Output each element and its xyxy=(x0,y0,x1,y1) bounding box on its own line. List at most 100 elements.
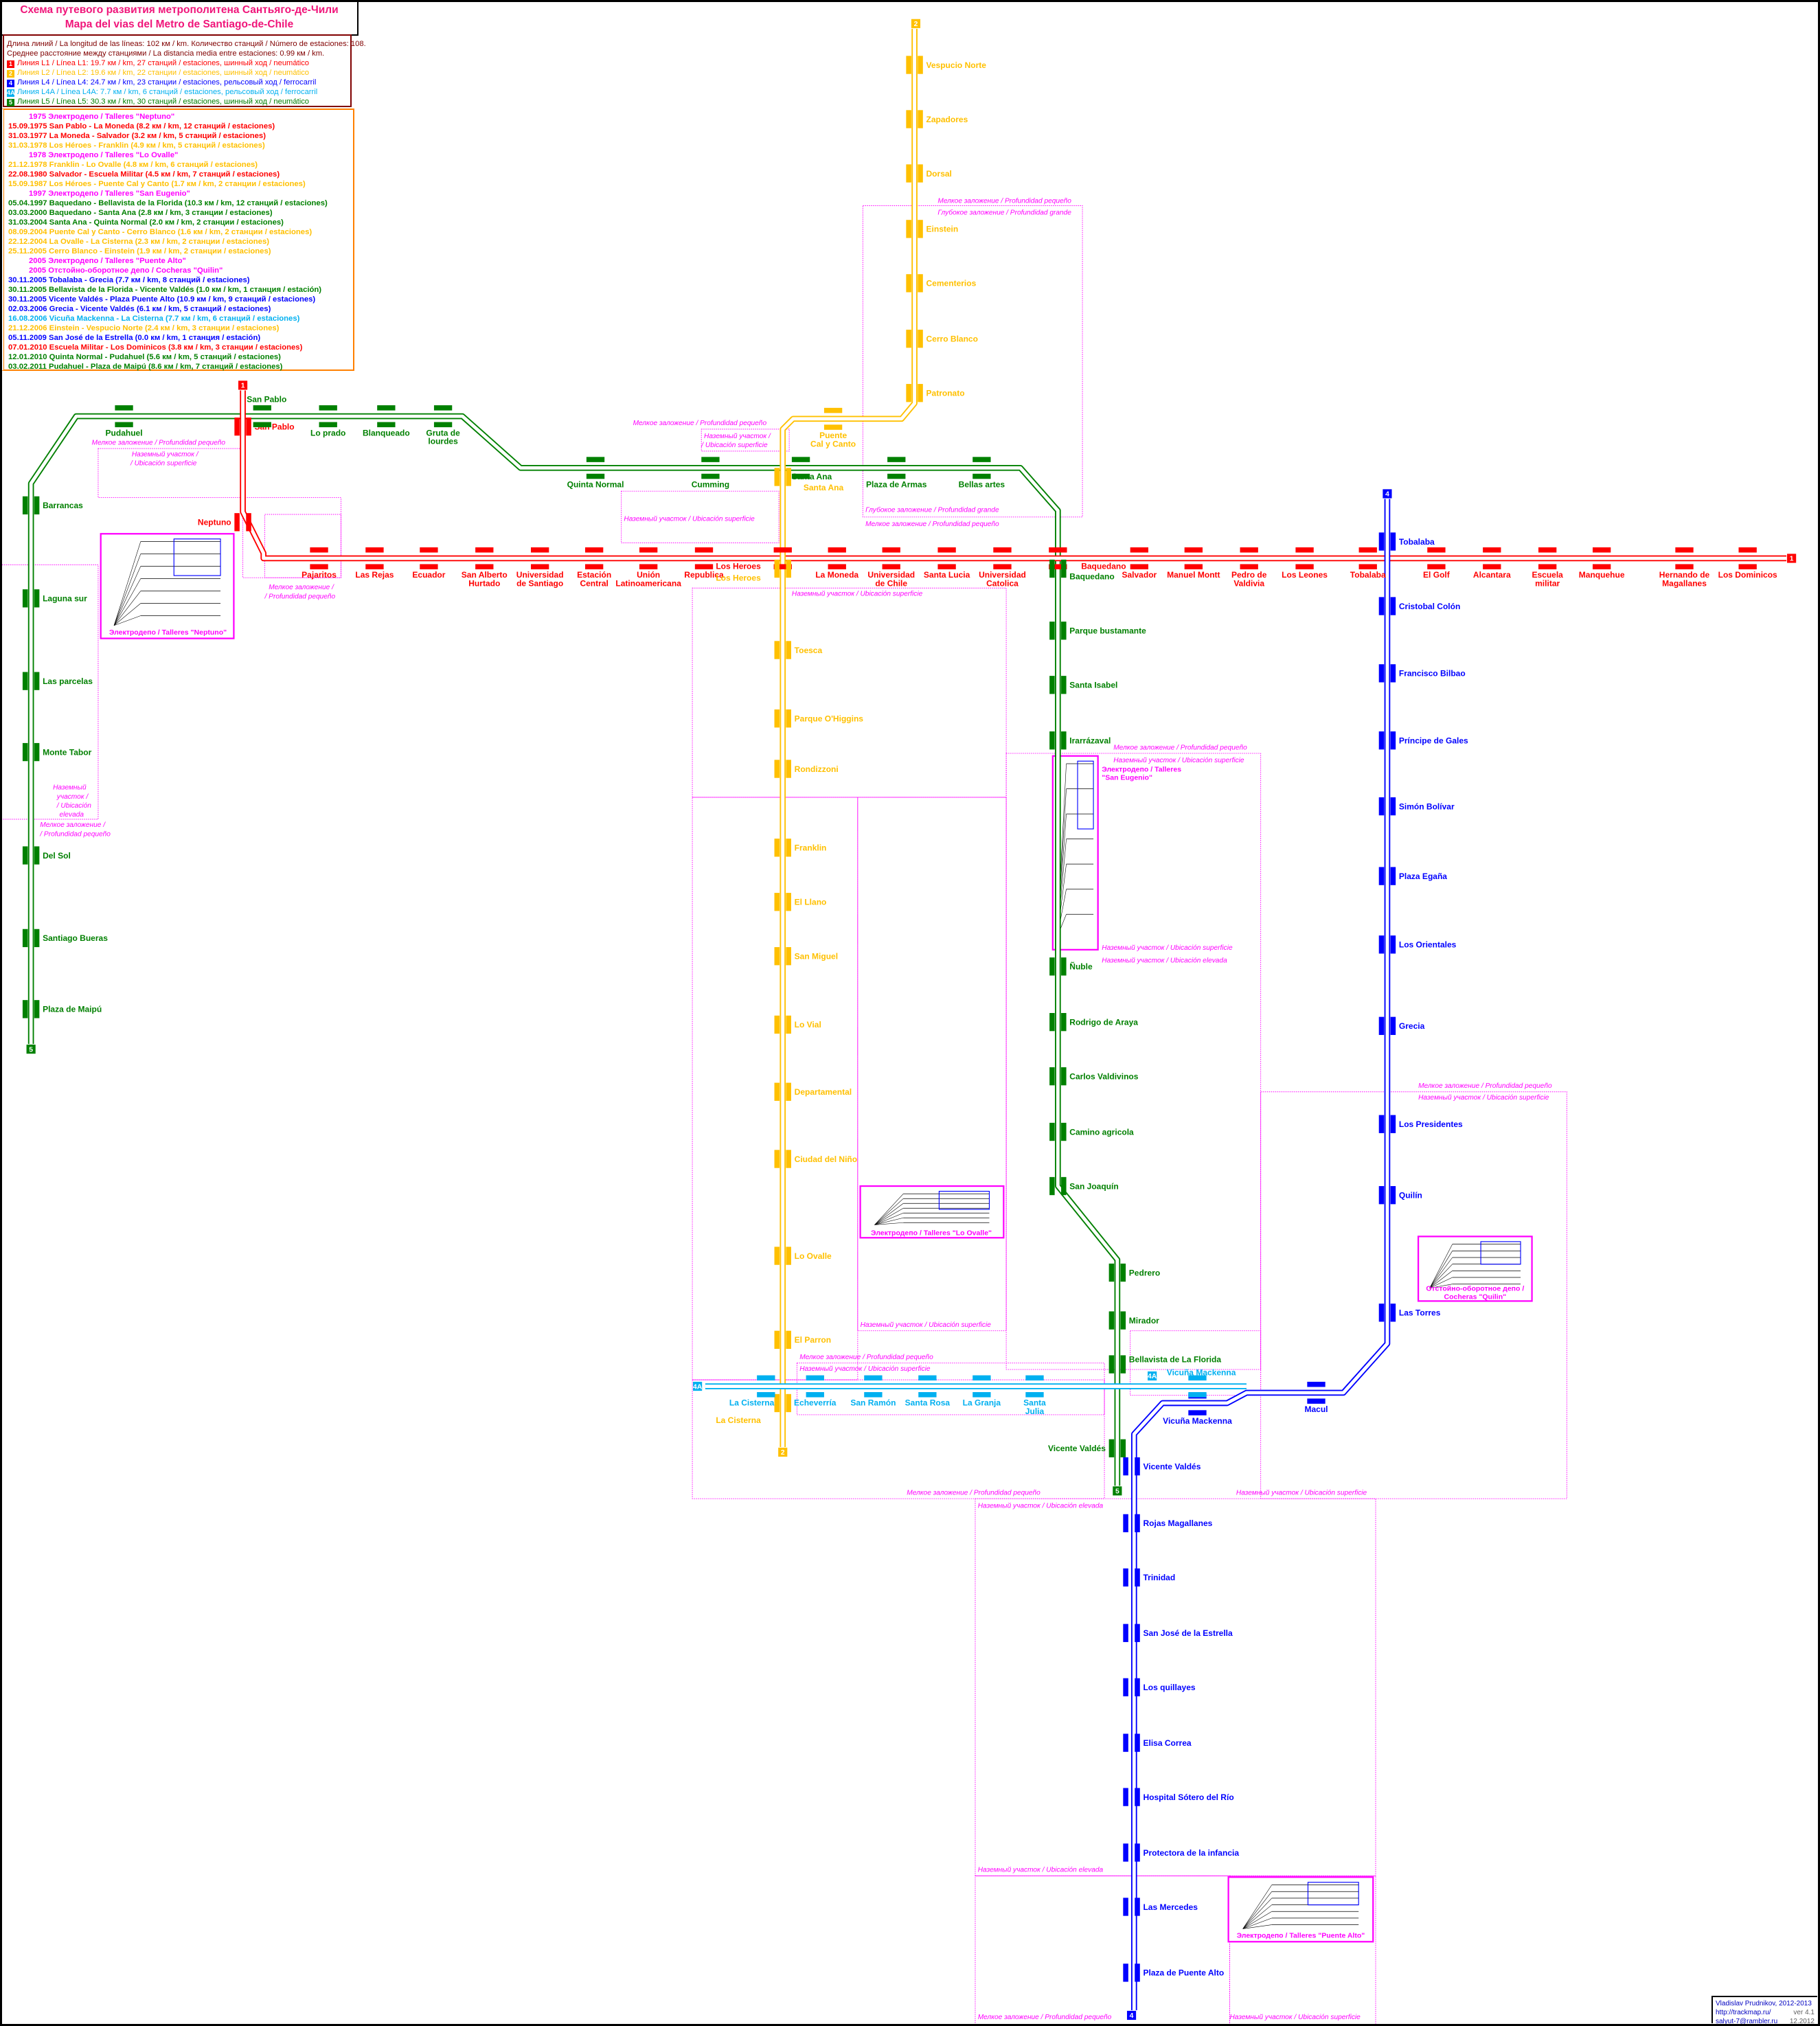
station-l4a-echeverria[interactable]: Echeverría xyxy=(794,1375,837,1408)
station-l2-cementerios[interactable]: Cementerios xyxy=(906,274,977,293)
station-l4-las-mercedes[interactable]: Las Mercedes xyxy=(1123,1898,1198,1916)
station-l4-las-torres[interactable]: Las Torres xyxy=(1378,1304,1441,1322)
station-l5-vicente-valdes[interactable]: Vicente Valdés xyxy=(1048,1439,1126,1457)
station-l5-rodrigo-de-araya[interactable]: Rodrigo de Araya xyxy=(1049,1013,1138,1032)
station-l4-grecia[interactable]: Grecia xyxy=(1378,1016,1425,1035)
station-l2-la-cisterna[interactable]: La Cisterna xyxy=(716,1393,791,1425)
station-l4-tobalaba[interactable]: Tobalaba xyxy=(1378,532,1435,551)
station-l5-carlos-valdivinos[interactable]: Carlos Valdivinos xyxy=(1049,1067,1139,1086)
station-l1-tobalaba[interactable]: Tobalaba xyxy=(1350,547,1386,580)
station-l5-cumming[interactable]: Cumming xyxy=(692,457,729,490)
station-l5-camino-agricola[interactable]: Camino agricola xyxy=(1049,1122,1134,1141)
station-l1-los-dominicos[interactable]: Los Dominicos xyxy=(1718,547,1777,580)
station-l5-santa-isabel[interactable]: Santa Isabel xyxy=(1049,676,1117,694)
station-l1-salvador[interactable]: Salvador xyxy=(1122,547,1157,580)
station-l2-lo-vial[interactable]: Lo Vial xyxy=(774,1015,821,1034)
station-l1-manuel-montt[interactable]: Manuel Montt xyxy=(1167,547,1220,580)
station-l2-patronato[interactable]: Patronato xyxy=(906,384,965,402)
station-l1-santa-lucia[interactable]: Santa Lucia xyxy=(924,547,970,580)
station-l5-san-joaquin[interactable]: San Joaquín xyxy=(1049,1176,1119,1196)
station-l2-rondizzoni[interactable]: Rondizzoni xyxy=(774,760,839,778)
station-l5-santiago-bueras[interactable]: Santiago Bueras xyxy=(22,929,108,948)
station-l1-los-leones[interactable]: Los Leones xyxy=(1282,547,1328,580)
station-l2-santa-ana[interactable]: Santa Ana xyxy=(774,468,844,492)
station-l5-quinta-normal[interactable]: Quinta Normal xyxy=(567,457,624,490)
station-l2-einstein[interactable]: Einstein xyxy=(906,220,958,238)
station-l5-blanqueado[interactable]: Blanqueado xyxy=(363,405,410,437)
station-l5-barrancas[interactable]: Barrancas xyxy=(22,496,83,515)
station-l5-plaza-de-armas[interactable]: Plaza de Armas xyxy=(866,457,927,490)
station-l2-el-parron[interactable]: El Parron xyxy=(774,1330,832,1349)
station-l4-vicente-valdes[interactable]: Vicente Valdés xyxy=(1123,1457,1201,1476)
station-l1-los-heroes[interactable]: Los Heroes xyxy=(716,547,792,571)
station-l5-laguna-sur[interactable]: Laguna sur xyxy=(22,589,87,608)
station-l1-republica[interactable]: Republica xyxy=(684,547,724,580)
station-l5-santa-ana[interactable]: Santa Ana xyxy=(791,457,832,481)
station-l5-las-parcelas[interactable]: Las parcelas xyxy=(22,672,93,690)
station-l5-mirador[interactable]: Mirador xyxy=(1108,1311,1160,1330)
station-l4-quilin[interactable]: Quilín xyxy=(1378,1186,1422,1205)
station-l2-cerro-blanco[interactable]: Cerro Blanco xyxy=(906,330,978,348)
station-l4a-la-granja[interactable]: La Granja xyxy=(963,1375,1001,1408)
station-l5-pedrero[interactable]: Pedrero xyxy=(1108,1263,1161,1282)
station-l5-plaza-de-maipu[interactable]: Plaza de Maipú xyxy=(22,1000,102,1018)
station-l2-el-llano[interactable]: El Llano xyxy=(774,893,827,911)
station-l4-trinidad[interactable]: Trinidad xyxy=(1123,1568,1175,1587)
station-l5-nuble[interactable]: Ñuble xyxy=(1049,957,1093,976)
station-l4-principe-de-gales[interactable]: Príncipe de Gales xyxy=(1378,731,1468,750)
station-l5-baquedano[interactable]: Baquedano xyxy=(1049,559,1115,582)
station-l1-pajaritos[interactable]: Pajaritos xyxy=(302,547,337,580)
station-l4-plaza-egana[interactable]: Plaza Egaña xyxy=(1378,867,1448,885)
station-l4a-san-ramon[interactable]: San Ramón xyxy=(850,1375,896,1408)
station-l4-simon-bolivar[interactable]: Simón Bolívar xyxy=(1378,797,1455,816)
station-l4-protectora-de-la-infancia[interactable]: Protectora de la infancia xyxy=(1123,1843,1239,1862)
station-l2-dorsal[interactable]: Dorsal xyxy=(906,164,952,183)
station-l4-los-presidentes[interactable]: Los Presidentes xyxy=(1378,1115,1463,1133)
station-l5-san-pablo[interactable]: San Pablo xyxy=(247,394,286,428)
station-l4a-vicuna-mackenna[interactable]: Vicuña Mackenna xyxy=(1167,1368,1236,1398)
station-l4-los-quillayes[interactable]: Los quillayes xyxy=(1123,1678,1196,1696)
station-l4-los-orientales[interactable]: Los Orientales xyxy=(1378,935,1457,954)
station-l1-ecuador[interactable]: Ecuador xyxy=(412,547,446,580)
station-l5-bellas-artes[interactable]: Bellas artes xyxy=(959,457,1005,490)
station-l2-toesca[interactable]: Toesca xyxy=(774,641,823,659)
station-l2-san-miguel[interactable]: San Miguel xyxy=(774,947,839,966)
station-l4-elisa-correa[interactable]: Elisa Correa xyxy=(1123,1733,1192,1752)
station-l4-san-jose-de-la-estrella[interactable]: San José de la Estrella xyxy=(1123,1624,1233,1642)
station-l4-macul[interactable]: Macul xyxy=(1304,1381,1328,1414)
station-l5-irarrazaval[interactable]: Irarrázaval xyxy=(1049,731,1111,750)
station-l5-parque-bustamante[interactable]: Parque bustamante xyxy=(1049,622,1146,640)
station-l2-los-heroes[interactable]: Los Heroes xyxy=(716,559,791,583)
station-l2-franklin[interactable]: Franklin xyxy=(774,839,827,857)
station-l1-el-golf[interactable]: El Golf xyxy=(1423,547,1451,580)
station-l2-parque-o-higgins[interactable]: Parque O'Higgins xyxy=(774,709,864,728)
station-l4-cristobal-colon[interactable]: Cristobal Colón xyxy=(1378,597,1461,615)
station-l2-vespucio-norte[interactable]: Vespucio Norte xyxy=(906,56,986,74)
credits-url[interactable]: http://trackmap.ru/ xyxy=(1716,2009,1771,2016)
station-l1-baquedano[interactable]: Baquedano xyxy=(1049,547,1126,571)
station-l4-plaza-de-puente-alto[interactable]: Plaza de Puente Alto xyxy=(1123,1964,1224,1982)
station-l1-alcantara[interactable]: Alcantara xyxy=(1473,547,1511,580)
station-l4a-la-cisterna[interactable]: La Cisterna xyxy=(729,1375,775,1408)
station-l4a-santa-rosa[interactable]: Santa Rosa xyxy=(905,1375,951,1408)
station-l4-hospital-sotero-del-rio[interactable]: Hospital Sótero del Río xyxy=(1123,1788,1234,1806)
station-l1-la-moneda[interactable]: La Moneda xyxy=(815,547,858,580)
station-l2-ciudad-del-nino[interactable]: Ciudad del Niño xyxy=(774,1150,858,1168)
station-l5-monte-tabor[interactable]: Monte Tabor xyxy=(22,742,92,762)
station-l1-neptuno[interactable]: Neptuno xyxy=(198,513,251,532)
station-l4-francisco-bilbao[interactable]: Francisco Bilbao xyxy=(1378,664,1466,683)
station-l2-zapadores[interactable]: Zapadores xyxy=(906,110,968,128)
station-l2-departamental[interactable]: Departamental xyxy=(774,1082,852,1101)
credits-email[interactable]: salyut-7@rambler.ru xyxy=(1716,2018,1778,2025)
